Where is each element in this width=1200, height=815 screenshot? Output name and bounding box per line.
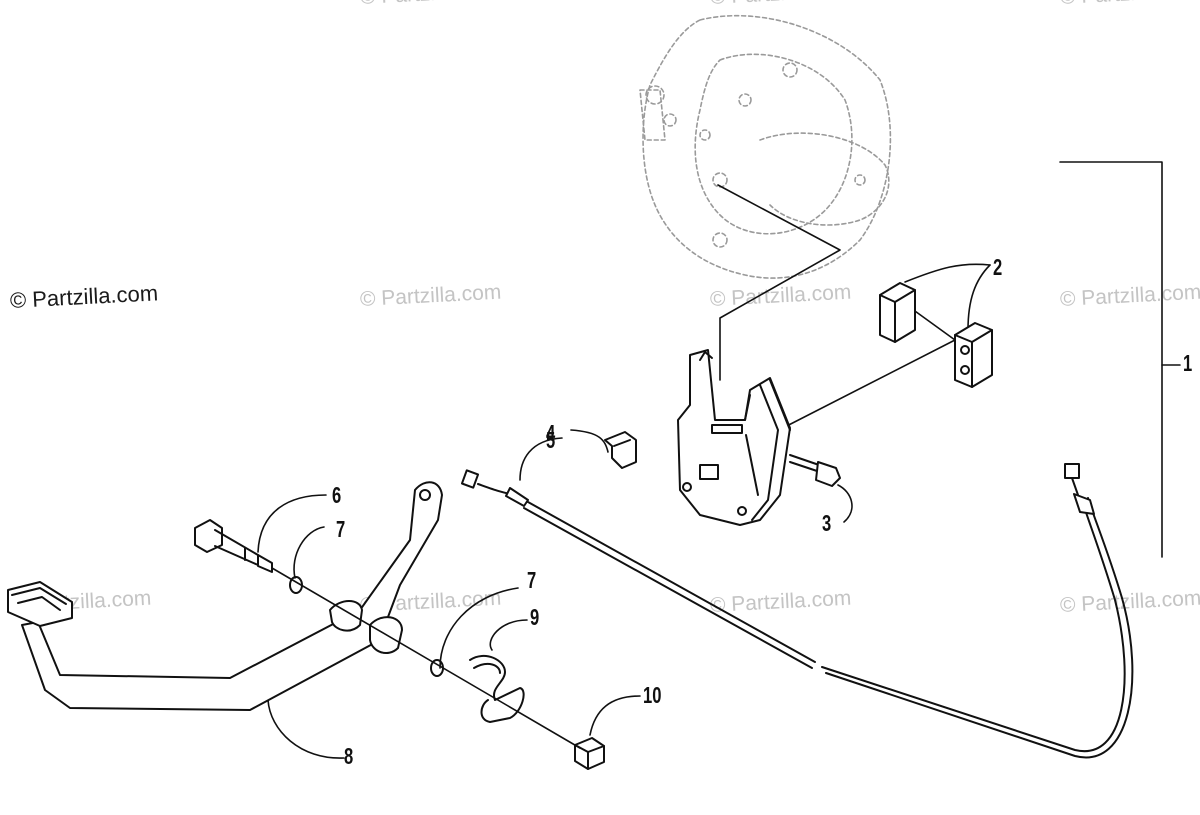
callout-6: 6 — [332, 482, 342, 508]
pivot-bolt — [194, 519, 273, 573]
pivot-nut — [574, 737, 605, 770]
brake-cable — [460, 463, 1134, 759]
hub-housing-ghost — [639, 14, 892, 279]
assembly-axis — [271, 567, 581, 749]
callout-5: 5 — [546, 427, 556, 453]
brake-pedal — [7, 481, 443, 711]
callout-1: 1 — [1183, 350, 1193, 376]
brake-pads — [879, 282, 993, 388]
callout-9: 9 — [530, 604, 540, 630]
leader-lines — [257, 161, 1181, 759]
callout-8: 8 — [344, 743, 354, 769]
callout-7b: 7 — [527, 567, 537, 593]
return-spring — [469, 654, 525, 723]
callout-7a: 7 — [336, 516, 346, 542]
brake-caliper — [677, 349, 791, 526]
callout-4: 4 — [546, 420, 556, 446]
cable-clip — [604, 431, 637, 469]
callout-3: 3 — [822, 510, 832, 536]
callout-2: 2 — [993, 254, 1003, 280]
caliper-bolt — [789, 454, 841, 487]
callout-10: 10 — [643, 682, 662, 708]
